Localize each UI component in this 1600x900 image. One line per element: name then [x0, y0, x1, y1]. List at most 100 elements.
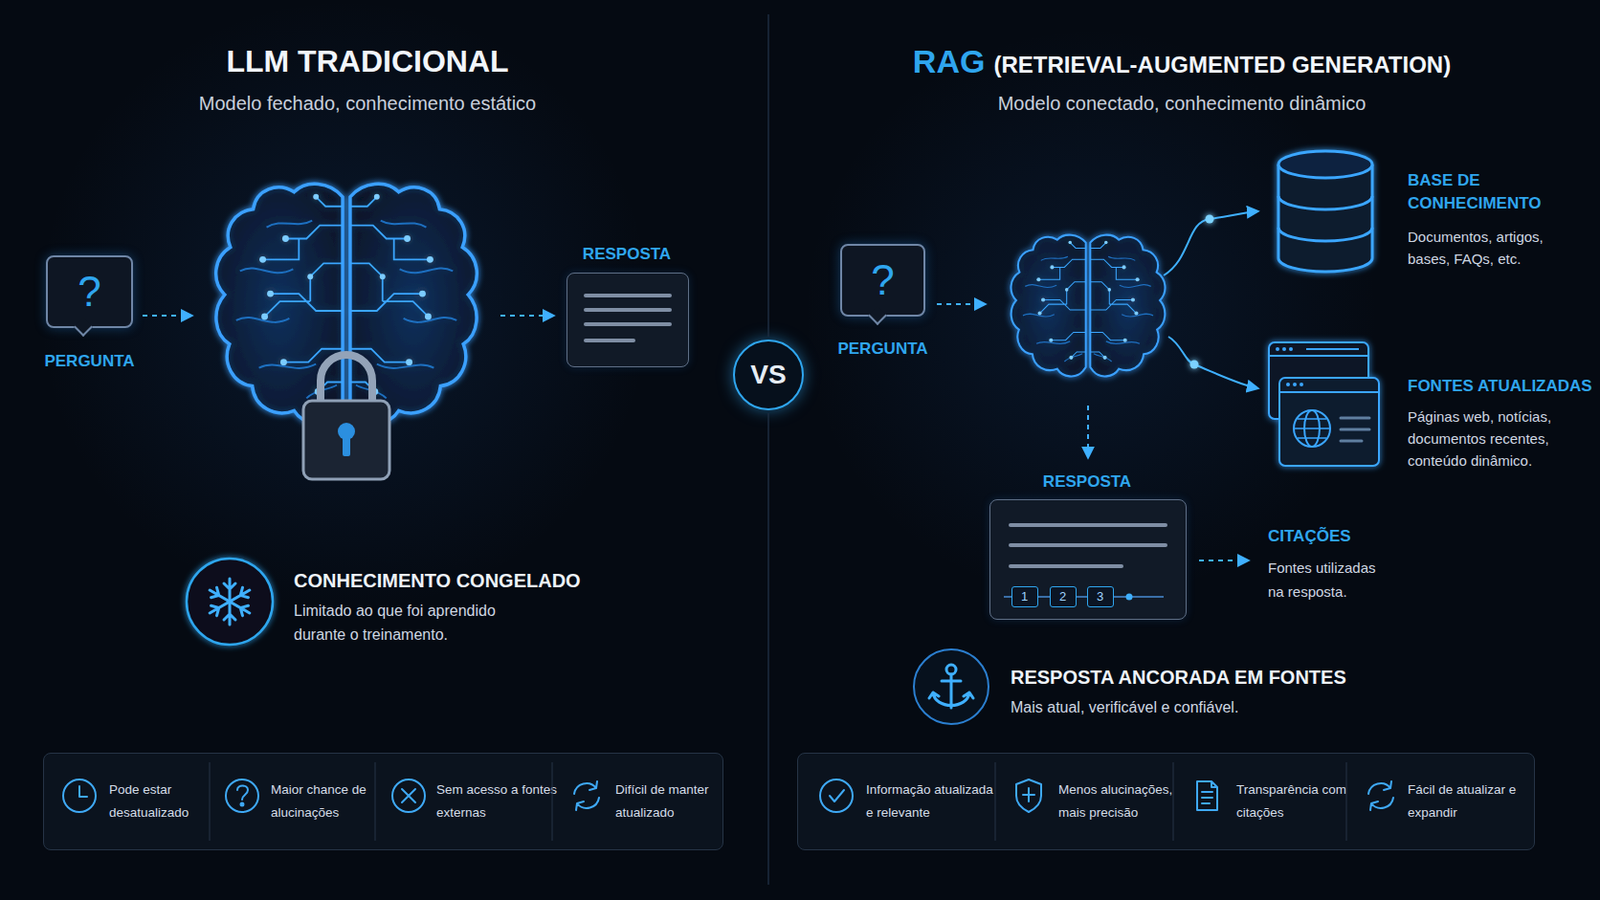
database-shape: [1278, 151, 1373, 178]
citation-track: [1113, 596, 1164, 599]
connector-dot: [1190, 215, 1215, 370]
divider-line: [767, 413, 770, 886]
band-icon: [237, 786, 248, 801]
cell-separator: [209, 762, 1347, 842]
citation-track: [1003, 596, 1012, 599]
browser-shape: [1299, 382, 1304, 387]
browser-shape: [1275, 347, 1280, 352]
text-lines: [585, 322, 670, 327]
callout-heading: CONHECIMENTO CONGELADO: [293, 568, 581, 594]
connector-dot: [1190, 360, 1200, 370]
benefit-text: Informação atualizada e relevante: [866, 778, 997, 825]
text-lines: [585, 308, 670, 312]
citation-box: 1: [1011, 586, 1039, 608]
versus-text: VS: [734, 358, 802, 392]
brain-illustration: [216, 183, 478, 423]
band-icon: [1016, 779, 1042, 813]
browser-shape: [1282, 347, 1287, 352]
step-label: PERGUNTA: [23, 352, 156, 372]
text-lines: [1010, 525, 1166, 567]
benefit-text: Transparência com citações: [1236, 778, 1361, 825]
question-mark: ?: [47, 266, 132, 317]
benefit-text: Fácil de atualizar e expandir: [1407, 778, 1528, 825]
divider-line: [767, 14, 770, 886]
band-icon: [63, 779, 96, 813]
lock-icon: [342, 435, 351, 457]
band-icon: [1197, 781, 1218, 811]
database-shape: [1278, 196, 1373, 242]
citation-box: 3: [1087, 586, 1114, 608]
band-icon: [225, 779, 259, 813]
answer-box: RESPOSTA123: [989, 499, 1187, 621]
anchor-icon: [913, 649, 989, 725]
text-lines: [585, 295, 670, 341]
band-icon: [392, 779, 425, 813]
browser-shape: [1288, 347, 1293, 352]
band-icon: [820, 779, 853, 813]
panel-subtitle: Modelo fechado, conhecimento estático: [128, 90, 607, 116]
flow-arrow: [936, 211, 1258, 561]
anchor-icon: [946, 665, 956, 675]
band-icon: [1368, 781, 1394, 811]
text-lines: [1010, 543, 1166, 548]
anchor-icon: [913, 649, 989, 725]
browser-shape: [1293, 419, 1331, 439]
source-heading: FONTES ATUALIZADAS: [1407, 375, 1600, 399]
connector-dot: [1205, 215, 1215, 224]
source-description: Documentos, artigos, bases, FAQs, etc.: [1407, 225, 1566, 270]
cell-separator: [1346, 762, 1348, 842]
browser-shape: [1293, 410, 1331, 447]
band-icon: [392, 779, 425, 813]
source-heading: BASE DE CONHECIMENTO: [1407, 169, 1552, 216]
callout-heading: CITAÇÕES: [1267, 525, 1352, 549]
lock-icon: [303, 355, 390, 480]
band-icon: [1368, 781, 1394, 811]
drawback-text: Sem acesso a fontes externas: [436, 778, 569, 825]
flow-arrow: [142, 314, 192, 317]
lock-icon: [303, 400, 390, 480]
band-icon: [820, 779, 853, 813]
citation-track: [1076, 596, 1088, 599]
citation-number: 3: [1088, 588, 1112, 606]
versus-circle: VS: [733, 339, 804, 411]
flow-arrow: [936, 303, 985, 306]
callout-heading: RESPOSTA ANCORADA EM FONTES: [1010, 665, 1347, 690]
browser-shape: [1267, 341, 1380, 467]
panel-title: (RETRIEVAL-AUGMENTED GENERATION): [993, 44, 1451, 87]
benefit-text: Menos alucinações, mais precisão: [1058, 778, 1185, 825]
band-icon: [574, 781, 600, 811]
citation-box: 2: [1049, 586, 1077, 608]
panel-subtitle: Modelo conectado, conhecimento dinâmico: [942, 90, 1422, 116]
citation-track: [1126, 594, 1134, 601]
flow-arrow: [1163, 211, 1258, 276]
citation-number: 1: [1012, 588, 1037, 606]
lock-icon: [320, 355, 373, 404]
band-icon: [1016, 779, 1042, 813]
snowflake-icon: [206, 585, 253, 619]
callout-text: Fontes utilizadas na resposta.: [1267, 555, 1395, 604]
database-shape: [1275, 148, 1376, 276]
citation-number: 2: [1050, 588, 1075, 606]
callout-text: Mais atual, verificável e confiável.: [1010, 695, 1239, 720]
snowflake-icon: [206, 578, 253, 625]
web-sources: FONTES ATUALIZADASPáginas web, notícias,…: [1267, 341, 1380, 467]
band-icon: [829, 790, 845, 802]
flow-arrow: [1199, 559, 1248, 562]
step-label: PERGUNTA: [818, 339, 948, 359]
benefit-band: Informação atualizada e relevante Menos a…: [797, 753, 1535, 851]
brain-illustration: [1011, 235, 1166, 378]
title-row: RAG(RETRIEVAL-AUGMENTED GENERATION): [912, 40, 1451, 87]
anchor-icon: [929, 674, 974, 709]
band-icon: [63, 779, 1394, 813]
text-lines: [1010, 564, 1122, 569]
text-lines: [585, 338, 634, 343]
snowflake-icon: [186, 558, 273, 645]
band-icon: [225, 779, 259, 813]
text-lines: [585, 293, 670, 298]
callout-text: Limitado ao que foi aprendido durante o …: [293, 599, 514, 647]
step-label: RESPOSTA: [988, 472, 1186, 492]
question-mark: ?: [842, 255, 924, 306]
browser-shape: [1286, 382, 1290, 387]
cell-separator: [209, 762, 211, 842]
database-shape: [1278, 164, 1373, 272]
